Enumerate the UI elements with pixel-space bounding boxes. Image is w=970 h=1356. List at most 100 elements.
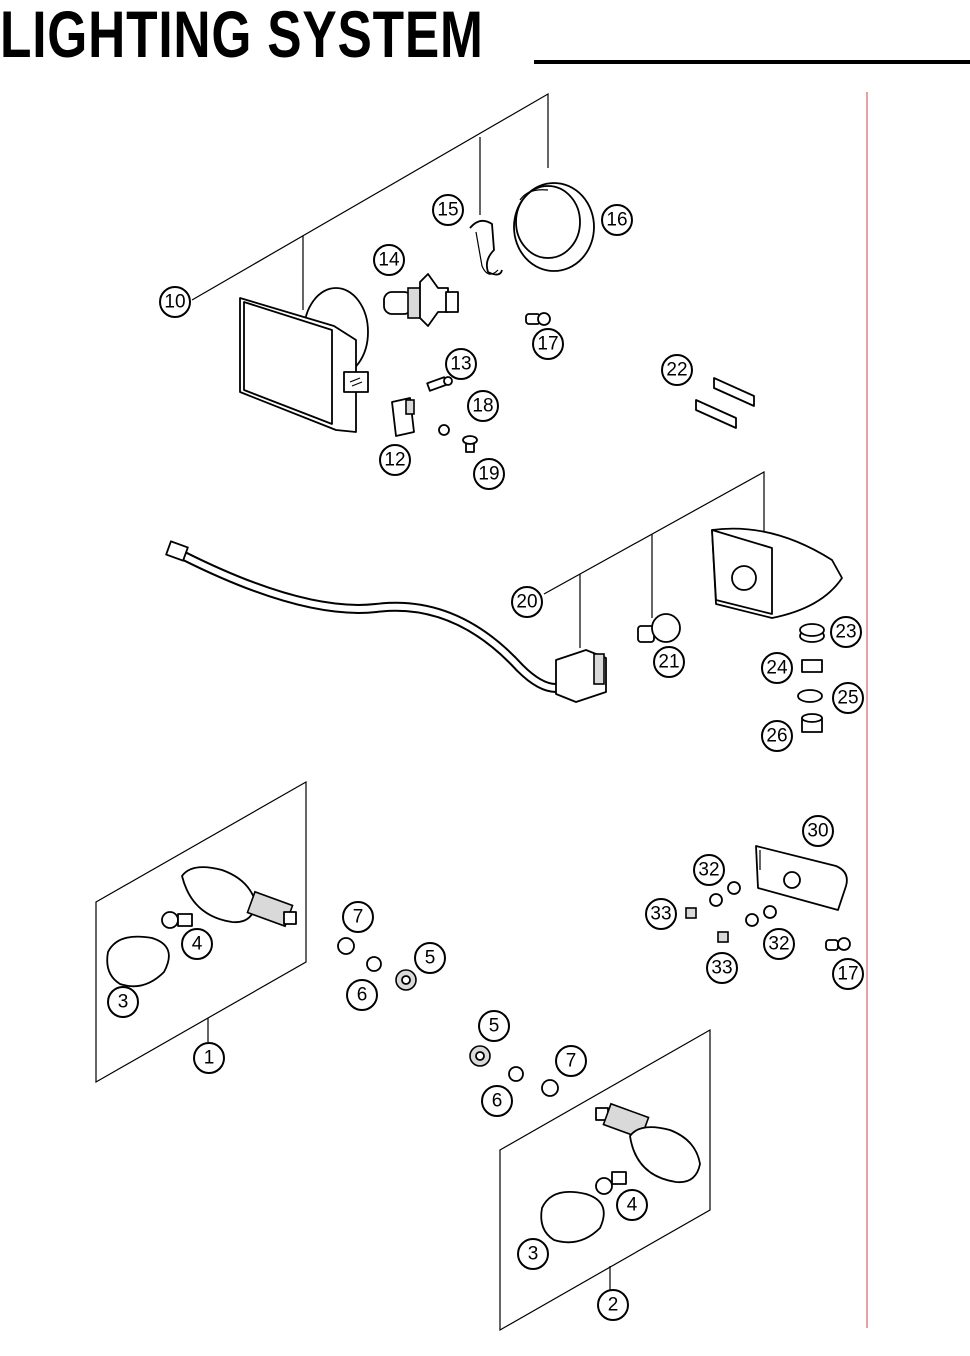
adjuster-bracket bbox=[391, 397, 415, 437]
callout-12: 12 bbox=[379, 444, 411, 476]
callout-14: 14 bbox=[373, 244, 405, 276]
callout-4-left: 4 bbox=[181, 928, 213, 960]
callout-21-text: 21 bbox=[658, 652, 679, 673]
license-light-bulb bbox=[825, 937, 851, 951]
callout-1-text: 1 bbox=[204, 1048, 215, 1069]
callout-4b-text: 4 bbox=[627, 1195, 638, 1216]
screw-13 bbox=[426, 376, 453, 392]
callout-3-left: 3 bbox=[107, 986, 139, 1018]
callout-26: 26 bbox=[761, 720, 793, 752]
callout-17-headlight: 17 bbox=[532, 328, 564, 360]
callout-24: 24 bbox=[761, 652, 793, 684]
washer-25 bbox=[797, 689, 823, 703]
license-plate-light bbox=[755, 845, 848, 911]
callout-30: 30 bbox=[802, 815, 834, 847]
callout-5a-text: 5 bbox=[425, 948, 436, 969]
page-title: LIGHTING SYSTEM bbox=[0, 0, 484, 71]
right-indicator-frame bbox=[499, 1028, 711, 1332]
left-indicator-body bbox=[181, 866, 297, 928]
washer-7a bbox=[337, 937, 355, 955]
rubber-pads bbox=[695, 377, 755, 429]
right-indicator-lens bbox=[540, 1190, 605, 1244]
callout-24-text: 24 bbox=[766, 658, 788, 679]
taillight-socket bbox=[555, 649, 607, 703]
bulb-retaining-clip bbox=[469, 219, 503, 276]
callout-32b-text: 32 bbox=[768, 934, 789, 955]
callout-22: 22 bbox=[661, 354, 693, 386]
taillight-wire bbox=[165, 540, 561, 693]
callout-5-left: 5 bbox=[414, 942, 446, 974]
callout-25-text: 25 bbox=[837, 688, 858, 709]
callout-19-text: 19 bbox=[478, 464, 499, 485]
spacer-24 bbox=[801, 659, 823, 673]
callout-5b-text: 5 bbox=[489, 1016, 500, 1037]
callout-33-lower: 33 bbox=[706, 952, 738, 984]
callout-6b-text: 6 bbox=[492, 1091, 503, 1112]
lock-washer-6a bbox=[366, 956, 382, 972]
parking-light-bulb bbox=[525, 312, 551, 326]
callout-32a-text: 32 bbox=[698, 860, 719, 881]
left-indicator-lens bbox=[106, 935, 170, 988]
callout-7b-text: 7 bbox=[566, 1051, 577, 1072]
callout-17b-text: 17 bbox=[837, 964, 858, 985]
callout-18-text: 18 bbox=[472, 396, 493, 417]
callout-10: 10 bbox=[159, 286, 191, 318]
callout-23-text: 23 bbox=[835, 622, 856, 643]
callout-3b-text: 3 bbox=[528, 1244, 539, 1265]
title-underline bbox=[534, 60, 970, 64]
callout-3a-text: 3 bbox=[118, 992, 129, 1013]
callout-33b-text: 33 bbox=[711, 958, 732, 979]
callout-20-text: 20 bbox=[516, 592, 537, 613]
callout-7-right: 7 bbox=[555, 1045, 587, 1077]
callout-17a-text: 17 bbox=[537, 334, 558, 355]
callout-22-text: 22 bbox=[666, 360, 687, 381]
callout-26-text: 26 bbox=[766, 726, 787, 747]
callout-7a-text: 7 bbox=[353, 907, 364, 928]
right-indicator-bulb bbox=[595, 1171, 627, 1195]
taillight-housing bbox=[711, 527, 843, 619]
headlight-housing bbox=[239, 287, 369, 433]
callout-1: 1 bbox=[193, 1042, 225, 1074]
nut-26 bbox=[801, 713, 823, 733]
margin-line bbox=[866, 92, 868, 1328]
headlight-bulb bbox=[383, 273, 459, 327]
callout-18: 18 bbox=[467, 390, 499, 422]
callout-14-text: 14 bbox=[378, 250, 400, 271]
nut-5a bbox=[395, 969, 417, 991]
callout-16: 16 bbox=[601, 204, 633, 236]
callout-5-right: 5 bbox=[478, 1010, 510, 1042]
callout-16-text: 16 bbox=[606, 210, 627, 231]
callout-13-text: 13 bbox=[450, 354, 471, 375]
nut-5b bbox=[469, 1045, 491, 1067]
callout-3-right: 3 bbox=[517, 1238, 549, 1270]
callout-17-license: 17 bbox=[832, 958, 864, 990]
callout-32-lower: 32 bbox=[763, 928, 795, 960]
callout-2: 2 bbox=[597, 1289, 629, 1321]
small-nuts-33 bbox=[685, 907, 729, 943]
callout-13: 13 bbox=[445, 348, 477, 380]
right-indicator-body bbox=[595, 1102, 701, 1184]
callout-30-text: 30 bbox=[807, 821, 828, 842]
lock-washer-6b bbox=[508, 1066, 524, 1082]
callout-15: 15 bbox=[432, 194, 464, 226]
callout-12-text: 12 bbox=[384, 450, 405, 471]
headlight-ring bbox=[513, 182, 595, 272]
grommet-23 bbox=[799, 623, 825, 643]
callout-10-text: 10 bbox=[164, 292, 185, 313]
taillight-bulb bbox=[637, 613, 681, 643]
callout-20: 20 bbox=[511, 586, 543, 618]
callout-25: 25 bbox=[832, 682, 864, 714]
left-indicator-frame bbox=[95, 780, 307, 1084]
small-washers-32 bbox=[709, 881, 777, 927]
callout-23: 23 bbox=[830, 616, 862, 648]
washer-7b bbox=[541, 1079, 559, 1097]
callout-19: 19 bbox=[473, 458, 505, 490]
headlight-leader-lines bbox=[191, 92, 549, 310]
callout-15-text: 15 bbox=[437, 200, 458, 221]
callout-2-text: 2 bbox=[608, 1295, 619, 1316]
callout-33a-text: 33 bbox=[650, 904, 671, 925]
callout-33-upper: 33 bbox=[645, 898, 677, 930]
left-indicator-bulb bbox=[161, 911, 193, 929]
callout-6-right: 6 bbox=[481, 1085, 513, 1117]
